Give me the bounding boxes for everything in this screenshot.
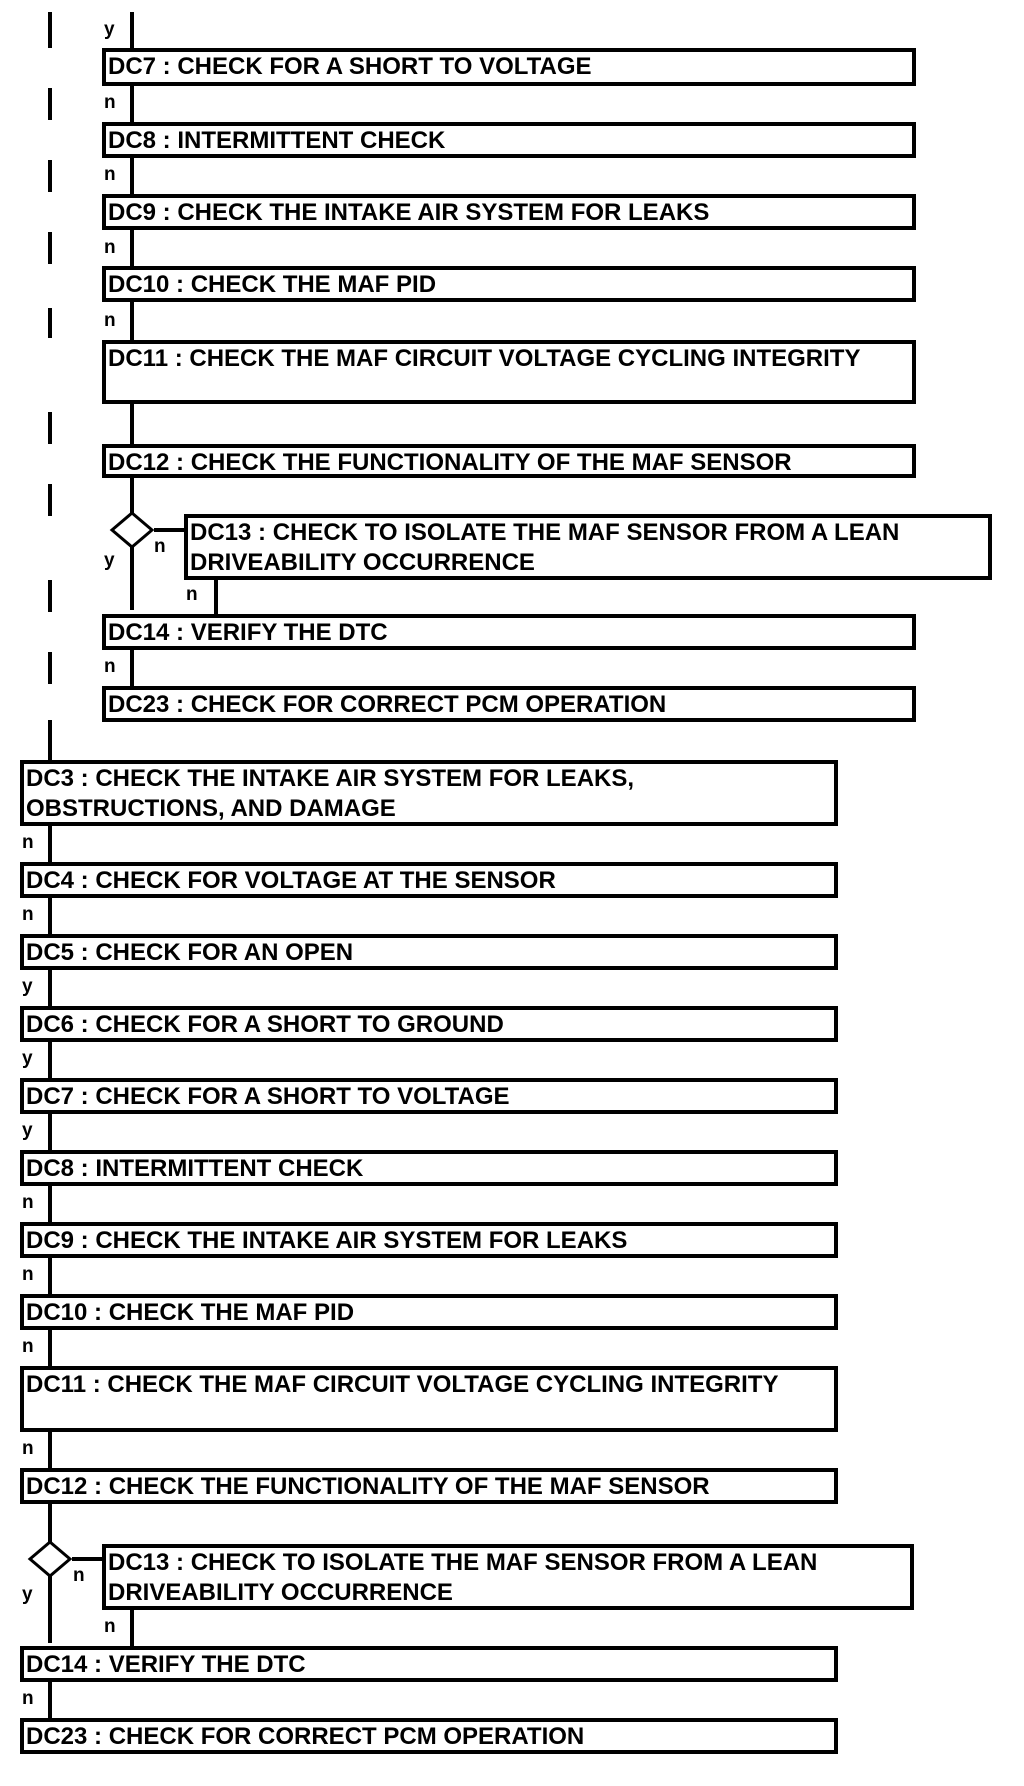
step-box: DC3 : CHECK THE INTAKE AIR SYSTEM FOR LE… — [20, 760, 838, 826]
step-box: DC4 : CHECK FOR VOLTAGE AT THE SENSOR — [20, 862, 838, 898]
step-box: DC10 : CHECK THE MAF PID — [102, 266, 916, 302]
branch-label: n — [104, 237, 116, 258]
step-box: DC12 : CHECK THE FUNCTIONALITY OF THE MA… — [102, 444, 916, 478]
branch-label: n — [186, 584, 198, 605]
branch-label: n — [22, 832, 34, 853]
step-box: DC13 : CHECK TO ISOLATE THE MAF SENSOR F… — [184, 514, 992, 580]
branch-label: y — [22, 1120, 33, 1141]
step-box: DC8 : INTERMITTENT CHECK — [102, 122, 916, 158]
branch-label: n — [104, 92, 116, 113]
branch-label: n — [22, 1438, 34, 1459]
branch-label: n — [104, 310, 116, 331]
step-box: DC8 : INTERMITTENT CHECK — [20, 1150, 838, 1186]
branch-label: n — [22, 1688, 34, 1709]
step-box: DC7 : CHECK FOR A SHORT TO VOLTAGE — [20, 1078, 838, 1114]
branch-label: y — [104, 550, 115, 571]
step-box: DC14 : VERIFY THE DTC — [20, 1646, 838, 1682]
branch-label: n — [22, 904, 34, 925]
step-box: DC9 : CHECK THE INTAKE AIR SYSTEM FOR LE… — [102, 194, 916, 230]
branch-label: y — [22, 976, 33, 997]
branch-label: n — [22, 1264, 34, 1285]
step-box: DC11 : CHECK THE MAF CIRCUIT VOLTAGE CYC… — [102, 340, 916, 404]
step-box: DC7 : CHECK FOR A SHORT TO VOLTAGE — [102, 48, 916, 86]
step-box: DC13 : CHECK TO ISOLATE THE MAF SENSOR F… — [102, 1544, 914, 1610]
branch-label: n — [154, 536, 166, 557]
branch-label: n — [73, 1565, 85, 1586]
branch-label: y — [104, 19, 115, 40]
step-box: DC6 : CHECK FOR A SHORT TO GROUND — [20, 1006, 838, 1042]
step-box: DC9 : CHECK THE INTAKE AIR SYSTEM FOR LE… — [20, 1222, 838, 1258]
branch-label: n — [104, 656, 116, 677]
decision-diamond — [109, 511, 155, 549]
step-box: DC10 : CHECK THE MAF PID — [20, 1294, 838, 1330]
branch-label: n — [104, 164, 116, 185]
step-box: DC11 : CHECK THE MAF CIRCUIT VOLTAGE CYC… — [20, 1366, 838, 1432]
step-box: DC5 : CHECK FOR AN OPEN — [20, 934, 838, 970]
decision-diamond — [27, 1540, 73, 1578]
branch-label: y — [22, 1584, 33, 1605]
step-box: DC23 : CHECK FOR CORRECT PCM OPERATION — [102, 686, 916, 722]
branch-label: y — [22, 1048, 33, 1069]
step-box: DC12 : CHECK THE FUNCTIONALITY OF THE MA… — [20, 1468, 838, 1504]
branch-label: n — [22, 1192, 34, 1213]
branch-label: n — [104, 1616, 116, 1637]
step-box: DC14 : VERIFY THE DTC — [102, 614, 916, 650]
step-box: DC23 : CHECK FOR CORRECT PCM OPERATION — [20, 1718, 838, 1754]
branch-label: n — [22, 1336, 34, 1357]
